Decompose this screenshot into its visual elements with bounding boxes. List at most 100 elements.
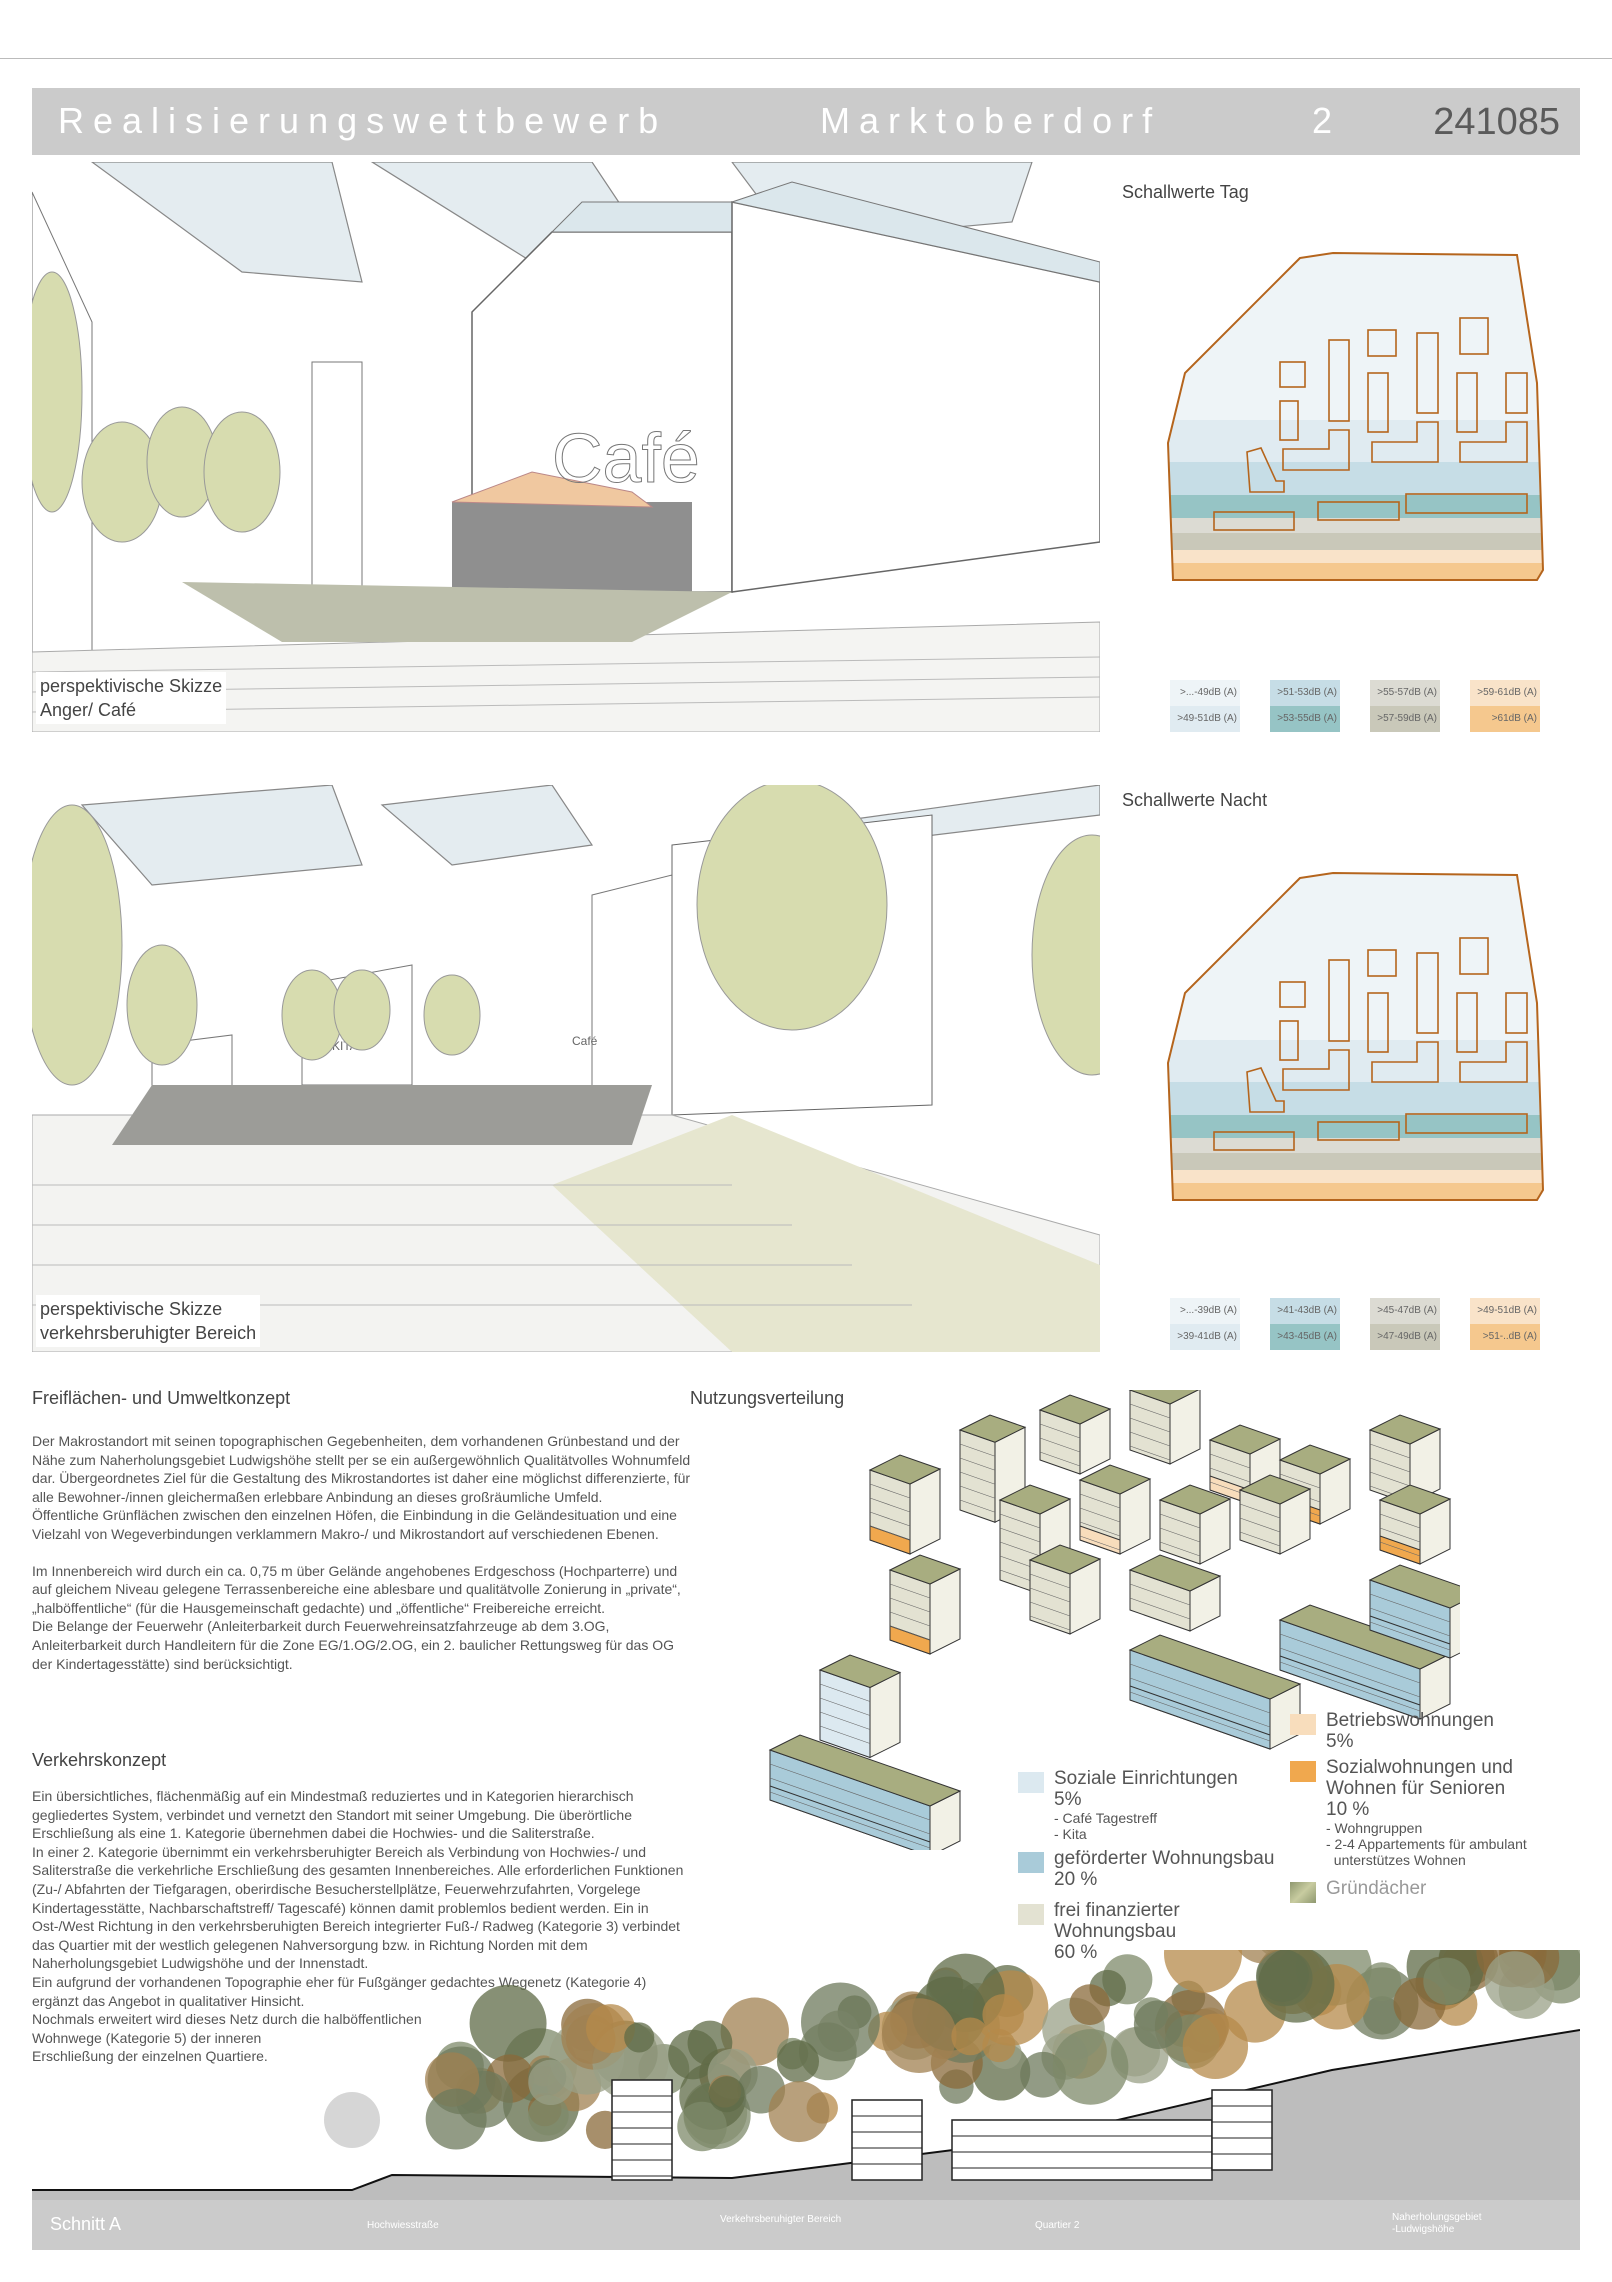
noise-legend-entry: >55-57dB (A) — [1370, 680, 1440, 706]
green-roof — [958, 1414, 1027, 1443]
building-footprint — [1328, 959, 1350, 1042]
building-footprint — [1246, 447, 1285, 493]
building-footprint — [1371, 421, 1439, 463]
noise-legend-entry: >51-..dB (A) — [1470, 1324, 1540, 1350]
legend-note: - Kita — [1054, 1826, 1087, 1842]
legend-note: unterstützes Wohnen — [1326, 1852, 1466, 1868]
legend-betriebswohnungen: Betriebswohnungen 5% — [1290, 1710, 1494, 1752]
green-roof — [1368, 1414, 1442, 1445]
noise-legend-entry: >57-59dB (A) — [1370, 706, 1440, 732]
terrain-line — [32, 2029, 1580, 2191]
noise-legend-entry: >53-55dB (A) — [1270, 706, 1340, 732]
noise-band — [1168, 563, 1543, 580]
building-footprint — [1405, 1113, 1528, 1134]
legend-label: Sozialwohnungen und — [1326, 1757, 1513, 1778]
green-roof — [1128, 1390, 1200, 1405]
building-footprint — [1459, 1041, 1528, 1083]
building-footprint — [1505, 372, 1528, 414]
tree — [1133, 2000, 1183, 2049]
legend-note: - Wohngruppen — [1326, 1820, 1423, 1836]
green-roof — [998, 1484, 1072, 1515]
green-roof — [1378, 1484, 1452, 1515]
tree — [1258, 1950, 1335, 2023]
legend-label: Soziale Einrichtungen — [1054, 1768, 1238, 1789]
legend-pct: 20 % — [1054, 1869, 1098, 1890]
building-footprint — [1279, 361, 1306, 388]
green-roof — [1208, 1424, 1282, 1455]
section-building — [851, 2099, 923, 2181]
noise-day-title: Schallwerte Tag — [1122, 182, 1249, 202]
green-roof — [1238, 1474, 1312, 1505]
tree — [708, 2076, 745, 2113]
entry-code: 241085 — [1433, 101, 1560, 143]
noise-map-night — [1166, 871, 1545, 1201]
nutzung-heading: Nutzungsverteilung — [690, 1388, 845, 1408]
building-footprint — [1416, 332, 1439, 414]
noise-band — [1168, 462, 1543, 495]
paragraph: Die Belange der Feuerwehr (Anleiterbarke… — [32, 1618, 674, 1672]
section-label-band: Schnitt A Hochwiesstraße Verkehrsberuhig… — [32, 2200, 1580, 2250]
noise-legend-entry: >...-49dB (A) — [1170, 680, 1240, 706]
sketch-label-line1: perspektivische Skizze — [40, 1299, 223, 1319]
freiflaechen-heading: Freiflächen- und Umweltkonzept — [32, 1388, 291, 1408]
noise-legend-entry: >51-53dB (A) — [1270, 680, 1340, 706]
building-footprint — [1282, 1049, 1350, 1091]
legend-label: Gründächer — [1326, 1878, 1427, 1899]
building-footprint — [1279, 981, 1306, 1008]
tree — [528, 2059, 574, 2106]
building-footprint — [1328, 339, 1350, 422]
tree — [720, 1997, 789, 2066]
building-footprint — [1459, 937, 1489, 975]
tree — [1362, 1962, 1402, 2002]
tree — [528, 2094, 569, 2136]
building-footprint — [1317, 501, 1400, 521]
noise-band — [1168, 1040, 1543, 1082]
site-outline — [1166, 251, 1545, 581]
legend-soziale-einrichtungen: Soziale Einrichtungen 5% - Café Tagestre… — [1018, 1768, 1238, 1842]
building-footprint — [1246, 1067, 1285, 1113]
noise-band — [1168, 533, 1543, 550]
paragraph: In einer 2. Kategorie übernimmt ein verk… — [32, 1843, 684, 1972]
legend-gefoerderter-wohnungsbau: geförderter Wohnungsbau 20 % — [1018, 1848, 1274, 1890]
tree — [1164, 1950, 1243, 1993]
noise-legend-entry: >49-51dB (A) — [1470, 1298, 1540, 1324]
verkehr-text: Ein übersichtliches, flächenmäßig auf ei… — [32, 1787, 692, 2066]
noise-map-day — [1166, 251, 1545, 581]
tree — [1182, 2013, 1249, 2080]
section-title: Schnitt A — [50, 2214, 122, 2234]
legend-pct: 5% — [1054, 1789, 1082, 1810]
section-label: Hochwiesstraße — [367, 2220, 439, 2231]
noise-band — [1168, 550, 1543, 563]
green-roof — [868, 1454, 942, 1485]
building-footprint — [1367, 329, 1397, 357]
usage-axonometry — [768, 1390, 1460, 1850]
noise-band — [1168, 873, 1543, 1040]
legend-swatch — [1290, 1761, 1316, 1782]
tree — [469, 1984, 547, 2062]
green-roof — [1038, 1394, 1112, 1425]
tree — [881, 1998, 957, 2074]
tree — [1069, 1984, 1111, 2026]
building-footprint — [1317, 1121, 1400, 1141]
noise-band — [1168, 1170, 1543, 1183]
legend-pct: 60 % — [1054, 1942, 1098, 1963]
building-footprint — [1213, 511, 1295, 531]
noise-legend-entry: >59-61dB (A) — [1470, 680, 1540, 706]
building-footprint — [1405, 493, 1528, 514]
building-footprint — [1456, 372, 1478, 433]
noise-band — [1168, 1082, 1543, 1115]
usage-band — [1379, 1535, 1421, 1565]
freiflaechen-text: Der Makrostandort mit seinen topographis… — [32, 1432, 692, 1673]
legend-frei-finanziert: frei finanzierter Wohnungsbau 60 % — [1018, 1900, 1180, 1963]
noise-legend-entry: >47-49dB (A) — [1370, 1324, 1440, 1350]
building-footprint — [1456, 992, 1478, 1053]
section-label: Quartier 2 — [1035, 2220, 1080, 2231]
noise-legend-entry: >43-45dB (A) — [1270, 1324, 1340, 1350]
tree — [951, 2017, 990, 2056]
green-roof — [1028, 1544, 1102, 1575]
paragraph: Ein übersichtliches, flächenmäßig auf ei… — [32, 1788, 634, 1842]
noise-legend-entry: >41-43dB (A) — [1270, 1298, 1340, 1324]
building-footprint — [1371, 1041, 1439, 1083]
building-footprint — [1279, 400, 1299, 441]
legend-note: - Café Tagestreff — [1054, 1810, 1157, 1826]
